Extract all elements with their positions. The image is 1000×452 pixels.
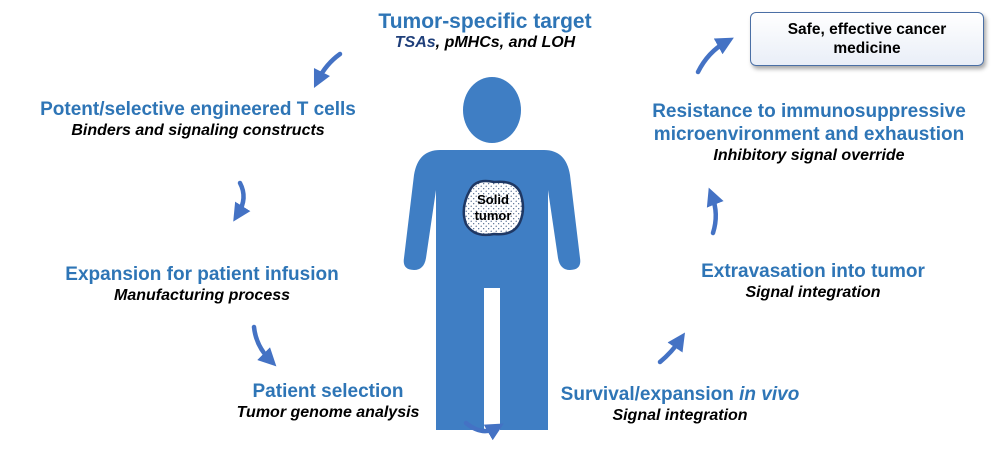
step-expansion-title: Expansion for patient infusion	[65, 264, 339, 285]
step-resistance-title-line2: microenvironment and exhaustion	[653, 124, 965, 145]
step-extravasation: Extravasation into tumor Signal integrat…	[680, 260, 946, 303]
tumor-label: Solid tumor	[474, 192, 512, 223]
step-target-title: Tumor-specific target	[378, 10, 592, 33]
arrow-extravasation-to-resistance	[706, 187, 724, 236]
step-selection: Patient selection Tumor genome analysis	[218, 380, 438, 423]
step-extravasation-title: Extravasation into tumor	[701, 261, 925, 282]
human-figure-icon	[403, 77, 581, 430]
step-survival-title-a: Survival/expansion	[560, 384, 740, 405]
step-survival-title: Survival/expansion in vivo	[540, 383, 820, 406]
step-resistance: Resistance to immunosuppressive microenv…	[628, 100, 990, 166]
step-resistance-title-line1: Resistance to immunosuppressive	[652, 101, 966, 122]
step-expansion: Expansion for patient infusion Manufactu…	[42, 263, 362, 306]
arrow-tcells-to-expansion	[233, 180, 251, 222]
step-selection-title: Patient selection	[252, 381, 404, 402]
arrow-resistance-to-endbox	[695, 37, 734, 75]
step-resistance-subtitle: Inhibitory signal override	[713, 147, 905, 164]
step-target: Tumor-specific target TSAs, pMHCs, and L…	[340, 10, 630, 53]
step-tcells-title: Potent/selective engineered T cells	[40, 99, 356, 120]
arrow-expansion-to-selection	[251, 324, 277, 367]
step-survival: Survival/expansion in vivo Signal integr…	[540, 383, 820, 426]
step-tcells: Potent/selective engineered T cells Bind…	[8, 98, 388, 141]
step-target-subtitle: TSAs, pMHCs, and LOH	[340, 33, 630, 53]
arrow-selection-to-survival	[463, 420, 504, 441]
arrow-target-to-tcells	[313, 51, 343, 89]
solid-tumor-shape	[462, 179, 525, 237]
step-tcells-subtitle: Binders and signaling constructs	[71, 122, 325, 139]
outcome-box: Safe, effective cancer medicine	[750, 12, 984, 66]
step-expansion-subtitle: Manufacturing process	[113, 287, 291, 304]
step-survival-subtitle: Signal integration	[612, 407, 748, 424]
step-target-sub-rest: , pMHCs, and LOH	[435, 34, 576, 51]
step-target-sub-tsas: TSAs	[394, 34, 436, 51]
step-survival-title-b: in vivo	[739, 384, 800, 405]
step-selection-subtitle: Tumor genome analysis	[236, 404, 420, 421]
step-extravasation-subtitle: Signal integration	[745, 284, 881, 301]
arrow-survival-to-extravasation	[657, 332, 685, 365]
